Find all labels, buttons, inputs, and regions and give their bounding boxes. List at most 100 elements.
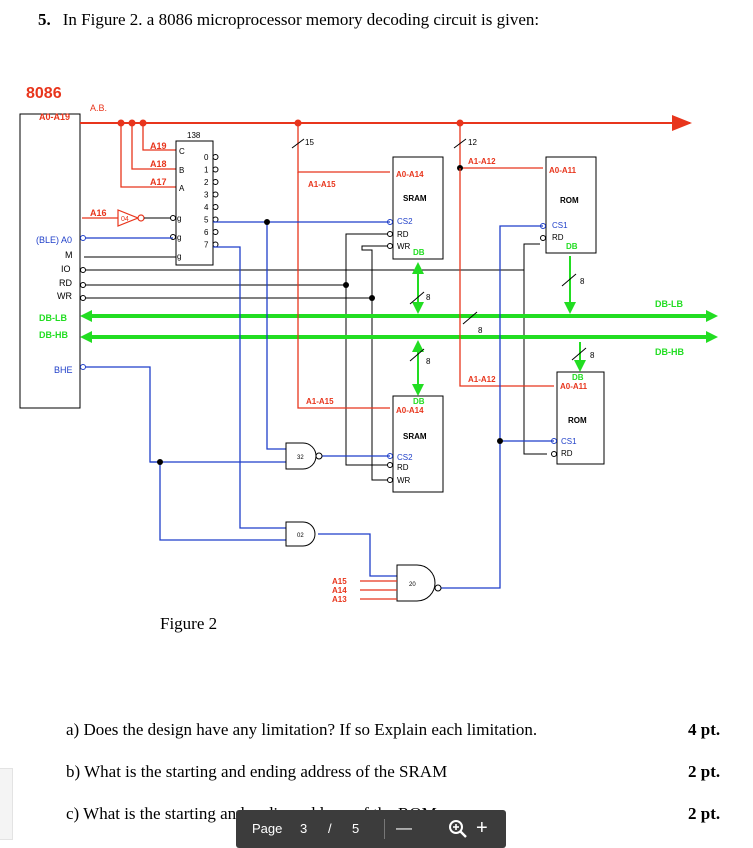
nand-in-a15: A15 (332, 577, 347, 586)
cpu-pin-rd: RD (59, 278, 72, 288)
pager-slash: / (328, 821, 332, 836)
sram-bottom (392, 395, 444, 493)
rom-top (545, 156, 597, 254)
rd-wr-wiring (345, 233, 547, 481)
decoder-output-1: 1 (204, 166, 209, 175)
decoder-g2: g (177, 233, 181, 242)
gate-02: 02 (285, 521, 316, 547)
decoder-138 (175, 140, 214, 266)
subquestion-b: b) What is the starting and ending addre… (66, 762, 448, 781)
addr-a16: A16 (90, 208, 107, 218)
sram-bottom-wr: WR (397, 476, 411, 485)
rom-top-addr: A0-A11 (549, 166, 577, 175)
decoder-output-6: 6 (204, 228, 209, 237)
sram-top-addr: A0-A14 (396, 170, 424, 179)
gate-32-label: 32 (297, 455, 304, 461)
decoder-in-b: B (179, 166, 184, 175)
bus-width-8-b: 8 (426, 357, 431, 366)
rom-bottom-bus-label: A1-A12 (468, 375, 496, 384)
sram-bottom-cs: CS2 (397, 453, 413, 462)
nand-in-a13: A13 (332, 595, 347, 604)
rom-bottom-title: ROM (568, 416, 587, 425)
rom-top-db: DB (566, 242, 578, 251)
decoder-output-bubble-6 (212, 229, 219, 235)
zoom-icon[interactable] (448, 819, 468, 839)
decoder-output-7: 7 (204, 241, 209, 250)
zoom-in-button[interactable]: + (476, 817, 488, 839)
pager-current[interactable]: 3 (300, 821, 308, 836)
subquestion-a-points: 4 pt. (688, 720, 721, 739)
db-lb-right-label: DB-LB (655, 299, 683, 309)
rom-top-title: ROM (560, 196, 579, 205)
subquestion-c-points: 2 pt. (688, 804, 721, 823)
cpu-pin-wr: WR (57, 291, 72, 301)
sram-top (392, 156, 444, 260)
addr-a18: A18 (150, 159, 167, 169)
decoder-output-4: 4 (204, 203, 209, 212)
side-panel-tab[interactable] (0, 768, 13, 840)
sram-top-cs: CS2 (397, 217, 413, 226)
subquestion-a: a) Does the design have any limitation? … (66, 720, 538, 739)
cpu-pin-db-lb: DB-LB (39, 313, 67, 323)
decoder-output-bubble-2 (212, 179, 219, 185)
cpu-pin-a0-a19: A0-A19 (39, 112, 70, 122)
decoder-output-bubble-0 (212, 154, 219, 160)
control-pin-bubbles (80, 267, 86, 301)
bus-width-8-e: 8 (590, 351, 595, 360)
sram-top-bus (297, 123, 390, 173)
cpu-pin-bhe: BHE (54, 365, 73, 375)
question-number: 5. (38, 10, 51, 29)
decoder-g3: g (177, 252, 181, 261)
rom-top-bus-label: A1-A12 (468, 157, 496, 166)
sram-top-title: SRAM (403, 194, 427, 203)
rom-bottom-db: DB (572, 373, 584, 382)
sram-bottom-addr: A0-A14 (396, 406, 424, 415)
gate-02-label: 02 (297, 533, 304, 539)
cpu-block (19, 113, 81, 409)
decoder-g-inputs (170, 215, 176, 240)
subquestion-b-points: 2 pt. (688, 762, 721, 781)
decoder-output-5: 5 (204, 216, 209, 225)
decoder-output-bubble-5 (212, 216, 219, 223)
figure-caption: Figure 2 (160, 614, 218, 633)
nand-input-wires (360, 580, 397, 600)
decoder-in-a: A (179, 184, 185, 193)
page-navigator: Page 3 / 5 — + (236, 810, 506, 848)
gate-32: 32 (285, 442, 323, 470)
decoder-output-3: 3 (204, 191, 209, 200)
addr-a19: A19 (150, 141, 167, 151)
sram-top-wr: WR (397, 242, 411, 251)
sram-bottom-bus-label: A1-A15 (306, 397, 334, 406)
rom-bottom-addr: A0-A11 (560, 382, 588, 391)
zoom-out-button[interactable]: — (396, 820, 412, 837)
addr-a17: A17 (150, 177, 167, 187)
bus-width-8-c: 8 (580, 277, 585, 286)
pager-total: 5 (352, 821, 360, 836)
decoder-output-bubble-4 (212, 204, 219, 210)
question-header: 5.In Figure 2. a 8086 microprocessor mem… (38, 10, 539, 30)
sram-bottom-db: DB (413, 397, 425, 406)
sram-bottom-rd: RD (397, 463, 409, 472)
decoder-in-c: C (179, 147, 185, 156)
rom-bottom (556, 371, 605, 465)
decoder-label: 138 (187, 131, 201, 140)
address-bus-label: A.B. (90, 103, 107, 113)
bus-width-12: 12 (468, 138, 477, 147)
sram-bottom-bus (297, 172, 390, 409)
pager-label: Page (252, 821, 283, 836)
pager-divider (384, 819, 385, 839)
sram-top-rd: RD (397, 230, 409, 239)
decoder-output-bubble-7 (212, 241, 219, 248)
bus-width-8-a: 8 (426, 293, 431, 302)
rom-bottom-cs: CS1 (561, 437, 577, 446)
sram-bottom-title: SRAM (403, 432, 427, 441)
inverter-label: 04 (121, 216, 129, 223)
decoder-output-2: 2 (204, 178, 209, 187)
cpu-pin-io: IO (61, 264, 71, 274)
inverter-04: 04 (117, 209, 145, 227)
bus-width-15: 15 (305, 138, 314, 147)
bus-width-8-d: 8 (478, 326, 483, 335)
decoder-output-0: 0 (204, 153, 209, 162)
cpu-label: 8086 (26, 85, 62, 102)
nand-in-a14: A14 (332, 586, 347, 595)
